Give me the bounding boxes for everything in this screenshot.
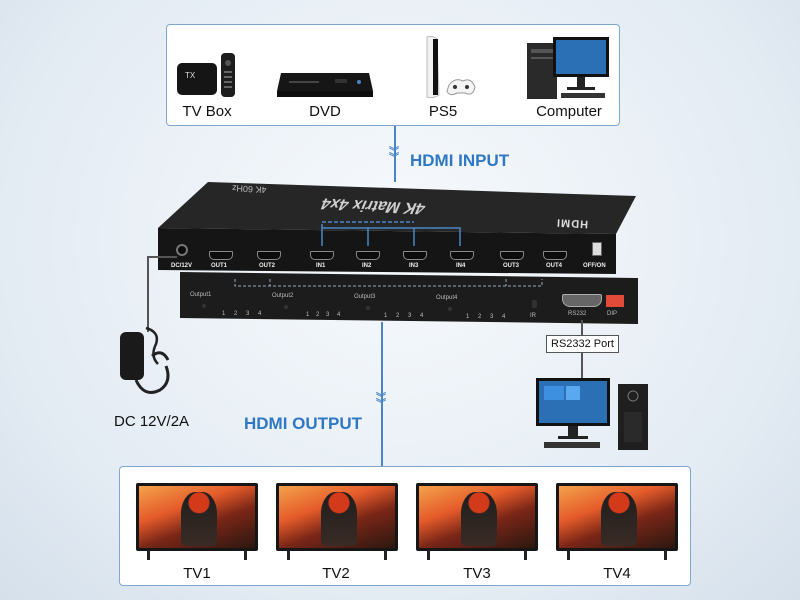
- power-cable-line: [147, 257, 149, 332]
- group3-num-2: 2: [396, 313, 399, 319]
- tv4-screen: [556, 483, 678, 551]
- device-top-subtitle: 4K 60Hz: [232, 183, 267, 195]
- power-cable-top: [147, 256, 177, 258]
- dvd-player-icon: [275, 65, 375, 101]
- group3-num-3: 3: [408, 313, 411, 319]
- front-label-output2: Output2: [272, 293, 293, 299]
- power-switch[interactable]: [592, 242, 602, 256]
- output1-button[interactable]: [202, 304, 206, 308]
- hdmi-input-title: HDMI INPUT: [410, 151, 509, 171]
- tv1-label: TV1: [167, 565, 227, 582]
- dip-switch[interactable]: [606, 295, 624, 307]
- tv3-label: TV3: [447, 565, 507, 582]
- group1-num-3: 3: [246, 311, 249, 317]
- dc-power-jack[interactable]: [176, 244, 188, 256]
- desktop-computer-icon: [523, 33, 613, 103]
- rear-label-out3: OUT3: [503, 263, 519, 269]
- tv4-label: TV4: [587, 565, 647, 582]
- rear-label-in2: IN2: [362, 263, 371, 269]
- front-label-dip: DIP: [607, 311, 617, 317]
- hdmi-input-chevron-icon: ︾︾: [389, 150, 399, 162]
- device-label-dvd: DVD: [305, 103, 345, 120]
- front-label-output3: Output3: [354, 294, 375, 300]
- rear-label-in1: IN1: [316, 263, 325, 269]
- front-label-ir: IR: [530, 313, 536, 319]
- rear-label-dc12v: DC/12V: [171, 263, 192, 269]
- hdmi-port-out3[interactable]: [500, 251, 524, 260]
- group2-num-1: 1: [306, 312, 309, 318]
- power-label: DC 12V/2A: [114, 413, 189, 430]
- group2-num-3: 3: [326, 312, 329, 318]
- output3-button[interactable]: [366, 306, 370, 310]
- hdmi-port-in4[interactable]: [450, 251, 474, 260]
- rear-label-off-on: OFF/ON: [583, 263, 606, 269]
- rear-label-in4: IN4: [456, 263, 465, 269]
- hdmi-port-out4[interactable]: [543, 251, 567, 260]
- control-pc-icon: [534, 376, 654, 454]
- hdmi-output-title: HDMI OUTPUT: [244, 414, 362, 434]
- group1-num-4: 4: [258, 311, 261, 317]
- front-label-output4: Output4: [436, 295, 457, 301]
- device-label-computer: Computer: [529, 103, 609, 120]
- rear-label-out2: OUT2: [259, 263, 275, 269]
- output2-button[interactable]: [284, 305, 288, 309]
- group3-num-4: 4: [420, 313, 423, 319]
- rs232-port-label: RS2332 Port: [546, 335, 619, 353]
- group4-num-1: 1: [466, 314, 469, 320]
- output4-button[interactable]: [448, 307, 452, 311]
- group4-num-4: 4: [502, 314, 505, 320]
- hdmi-port-in1[interactable]: [310, 251, 334, 260]
- hdmi-port-out1[interactable]: [209, 251, 233, 260]
- hdmi-logo: HDMI: [556, 216, 589, 230]
- hdmi-output-chevron-icon: ︾︾: [376, 396, 386, 408]
- group2-num-2: 2: [316, 312, 319, 318]
- group3-num-1: 1: [384, 313, 387, 319]
- rear-label-out4: OUT4: [546, 263, 562, 269]
- group1-num-1: 1: [222, 311, 225, 317]
- group4-num-2: 2: [478, 314, 481, 320]
- rs232-port[interactable]: [562, 294, 602, 307]
- rear-label-in3: IN3: [409, 263, 418, 269]
- hdmi-port-in2[interactable]: [356, 251, 380, 260]
- group2-num-4: 4: [337, 312, 340, 318]
- front-label-output1: Output1: [190, 292, 211, 298]
- group1-num-2: 2: [234, 311, 237, 317]
- hdmi-port-out2[interactable]: [257, 251, 281, 260]
- input-devices-panel: TX TV Box DVD PS5: [166, 24, 620, 126]
- tv-box-icon: TX: [175, 51, 245, 101]
- front-label-rs232: RS232: [568, 311, 586, 317]
- group4-num-3: 3: [490, 314, 493, 320]
- ps5-console-icon: [419, 33, 479, 103]
- output-tvs-panel: TV1 TV2 TV3 TV4: [119, 466, 691, 586]
- device-label-ps5: PS5: [423, 103, 463, 120]
- device-label-tv-box: TV Box: [177, 103, 237, 120]
- tv1-screen: [136, 483, 258, 551]
- tv2-screen: [276, 483, 398, 551]
- ir-sensor: [532, 300, 537, 308]
- rs232-line: [581, 320, 583, 336]
- tv3-screen: [416, 483, 538, 551]
- tv2-label: TV2: [306, 565, 366, 582]
- hdmi-port-in3[interactable]: [403, 251, 427, 260]
- power-adapter-icon: [110, 326, 180, 406]
- svg-text:TX: TX: [185, 71, 196, 80]
- rear-label-out1: OUT1: [211, 263, 227, 269]
